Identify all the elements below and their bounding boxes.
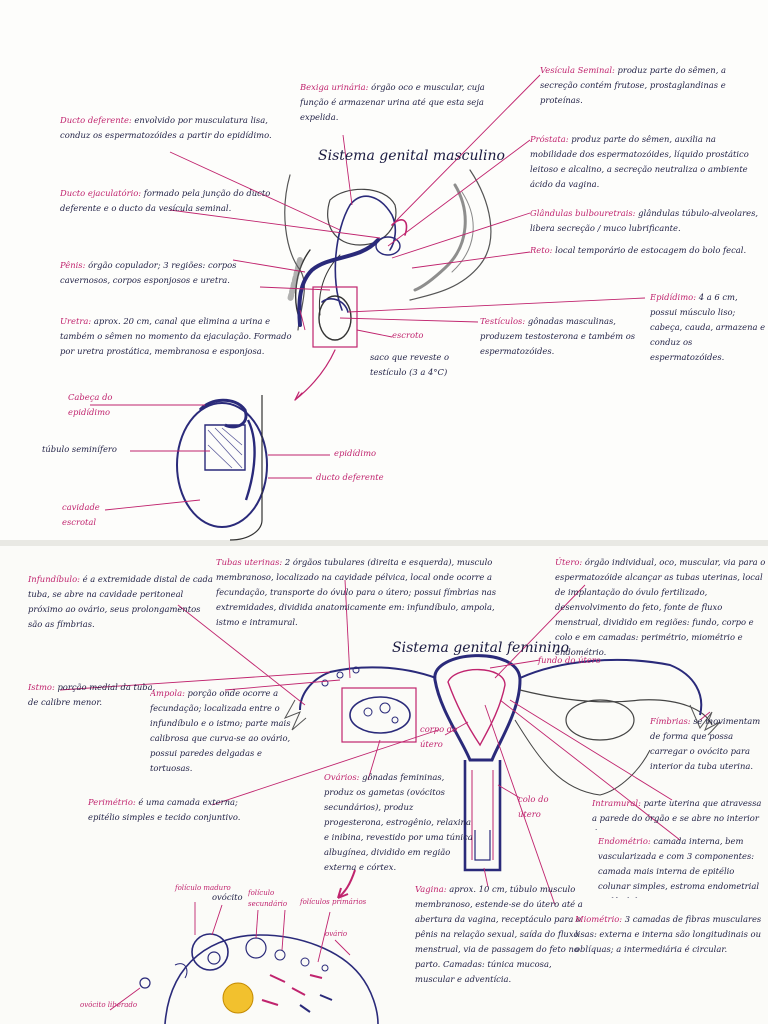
text-endometrio: camada interna, bem vascularizada e com …: [598, 836, 760, 898]
term-perimetrio: Perimétrio:: [88, 797, 136, 807]
label-ovario: ovário: [325, 930, 348, 938]
text-perimetrio: é uma camada externa; epitélio simples e…: [88, 797, 241, 822]
text-testiculos: gônadas masculinas, produzem testosteron…: [480, 316, 636, 356]
note-endometrio: Endométrio: camada interna, bem vascular…: [598, 834, 766, 898]
text-utero: órgão individual, oco, muscular, via par…: [555, 557, 766, 657]
label-foliculo-maduro: folículo maduro: [175, 884, 231, 892]
term-prostata: Próstata:: [530, 134, 569, 144]
text-fimbrias: se movimentam de forma que possa carrega…: [650, 716, 761, 771]
note-istmo: Istmo: porção medial da tuba, de calibre…: [28, 680, 158, 714]
text-miometrio: 3 camadas de fibras musculares lisas: ex…: [575, 914, 762, 954]
term-ducto-ejaculatorio: Ducto ejaculatório:: [60, 188, 142, 198]
note-infundibulo: Infundíbulo: é a extremidade distal de c…: [28, 572, 213, 636]
note-ampola: Ampola: porção onde ocorre a fecundação;…: [150, 686, 300, 780]
note-escroto: saco que reveste o testículo (3 a 4°C): [370, 352, 450, 377]
label-ovocito-liberado: ovócito liberado: [80, 1001, 138, 1009]
label-colo-utero: colo do útero: [518, 794, 549, 819]
note-vesicula: Vesícula Seminal: produz parte do sêmen,…: [540, 63, 765, 113]
female-leader-lines: [59, 579, 711, 906]
term-tubas: Tubas uterinas:: [216, 557, 283, 567]
term-glandulas: Glândulas bulbouretrais:: [530, 208, 636, 218]
term-uretra: Uretra:: [60, 316, 92, 326]
label-foliculos-primarios: folículos primários: [300, 898, 367, 906]
label-cabeca-epididimo: Cabeça do epidídimo: [68, 392, 113, 417]
term-reto: Reto:: [530, 245, 553, 255]
text-tubas: 2 órgãos tubulares (direita e esquerda),…: [216, 557, 497, 627]
text-vesicula: produz parte do sêmen, a secreção contém…: [540, 65, 727, 105]
label-corpo-utero: corpo do útero: [420, 724, 458, 749]
text-glandulas: glândulas túbulo-alveolares, libera secr…: [530, 208, 759, 233]
male-page-title: Sistema genital masculino: [318, 148, 505, 164]
note-miometrio: Miométrio: 3 camadas de fibras musculare…: [575, 912, 765, 976]
text-ovarios: gônadas femininas, produz os gametas (ov…: [324, 772, 473, 872]
label-foliculo-secundario: folículo secundário: [248, 889, 288, 908]
text-epididimo: 4 a 6 cm, possui músculo liso; cabeça, c…: [650, 292, 766, 362]
term-bexiga: Bexiga urinária:: [300, 82, 369, 92]
text-penis: órgão copulador; 3 regiões: corpos caver…: [60, 260, 237, 285]
label-ovocito: ovócito: [212, 892, 243, 902]
male-page: [0, 0, 768, 540]
female-reproductive-diagram: [283, 654, 721, 899]
term-epididimo: Epidídimo:: [650, 292, 697, 302]
note-ovarios: Ovários: gônadas femininas, produz os ga…: [324, 770, 474, 878]
note-penis: Pênis: órgão copulador; 3 regiões: corpo…: [60, 258, 285, 292]
text-ampola: porção onde ocorre a fecundação; localiz…: [150, 688, 291, 773]
note-ducto-deferente: Ducto deferente: envolvido por musculatu…: [60, 113, 285, 163]
note-intramural: Intramural: parte uterina que atravessa …: [592, 796, 766, 830]
text-reto: local temporário de estocagem do bolo fe…: [552, 245, 747, 255]
text-ducto-ejaculatorio: formado pela junção do ducto deferente e…: [60, 188, 271, 213]
term-fimbrias: Fímbrias:: [650, 716, 691, 726]
term-ampola: Ampola:: [150, 688, 185, 698]
note-vagina: Vagina: aprox. 10 cm, túbulo musculo mem…: [415, 882, 583, 1024]
ovary-detail-diagram: [109, 902, 379, 1024]
term-vagina: Vagina:: [415, 884, 447, 894]
term-endometrio: Endométrio:: [598, 836, 651, 846]
label-epididimo-detail: epidídimo: [334, 448, 377, 458]
note-uretra: Uretra: aprox. 20 cm, canal que elimina …: [60, 314, 305, 364]
term-ovarios: Ovários:: [324, 772, 360, 782]
text-vagina: aprox. 10 cm, túbulo musculo membranoso,…: [415, 884, 583, 984]
page-divider: [0, 540, 768, 546]
note-perimetrio: Perimétrio: é uma camada externa; epitél…: [88, 795, 258, 845]
note-glandulas: Glândulas bulbouretrais: glândulas túbul…: [530, 206, 765, 240]
label-escroto: escroto: [392, 330, 424, 340]
term-ducto-deferente: Ducto deferente:: [60, 115, 132, 125]
term-infundibulo: Infundíbulo:: [28, 574, 80, 584]
text-ducto-deferente: envolvido por musculatura lisa, conduz o…: [60, 115, 272, 140]
label-tubulo-seminifero: túbulo seminífero: [42, 444, 117, 454]
note-tubas: Tubas uterinas: 2 órgãos tubulares (dire…: [216, 555, 516, 633]
label-ducto-deferente-detail: ducto deferente: [316, 472, 384, 482]
note-utero: Útero: órgão individual, oco, muscular, …: [555, 555, 767, 660]
label-fundo-utero: fundo do útero: [538, 655, 601, 665]
term-miometrio: Miométrio:: [575, 914, 623, 924]
text-uretra: aprox. 20 cm, canal que elimina a urina …: [60, 316, 292, 356]
note-fimbrias: Fímbrias: se movimentam de forma que pos…: [650, 714, 766, 794]
male-reproductive-diagram: [284, 169, 492, 401]
note-bexiga: Bexiga urinária: órgão oco e muscular, c…: [300, 80, 500, 128]
note-testiculos: Testículos: gônadas masculinas, produzem…: [480, 314, 640, 362]
term-penis: Pênis:: [60, 260, 86, 270]
term-utero: Útero:: [555, 557, 583, 567]
female-page-title: Sistema genital feminino: [392, 640, 570, 656]
text-intramural: parte uterina que atravessa a parede do …: [592, 798, 762, 830]
text-istmo: porção medial da tuba, de calibre menor.: [28, 682, 156, 707]
note-prostata: Próstata: produz parte do sêmen, auxilia…: [530, 132, 765, 196]
note-ducto-ejaculatorio: Ducto ejaculatório: formado pela junção …: [60, 186, 285, 236]
term-testiculos: Testículos:: [480, 316, 526, 326]
text-infundibulo: é a extremidade distal de cada tuba, se …: [28, 574, 213, 629]
text-bexiga: órgão oco e muscular, cuja função é arma…: [300, 82, 485, 122]
term-intramural: Intramural:: [592, 798, 641, 808]
text-prostata: produz parte do sêmen, auxilia na mobili…: [530, 134, 749, 189]
testis-detail-diagram: [90, 395, 330, 541]
label-cavidade-escrotal: cavidade escrotal: [62, 502, 100, 527]
female-page: [0, 546, 768, 1024]
note-epididimo: Epidídimo: 4 a 6 cm, possui músculo liso…: [650, 290, 766, 366]
term-vesicula: Vesícula Seminal:: [540, 65, 615, 75]
term-istmo: Istmo:: [28, 682, 55, 692]
male-leader-lines: [169, 74, 646, 338]
note-reto: Reto: local temporário de estocagem do b…: [530, 243, 765, 277]
